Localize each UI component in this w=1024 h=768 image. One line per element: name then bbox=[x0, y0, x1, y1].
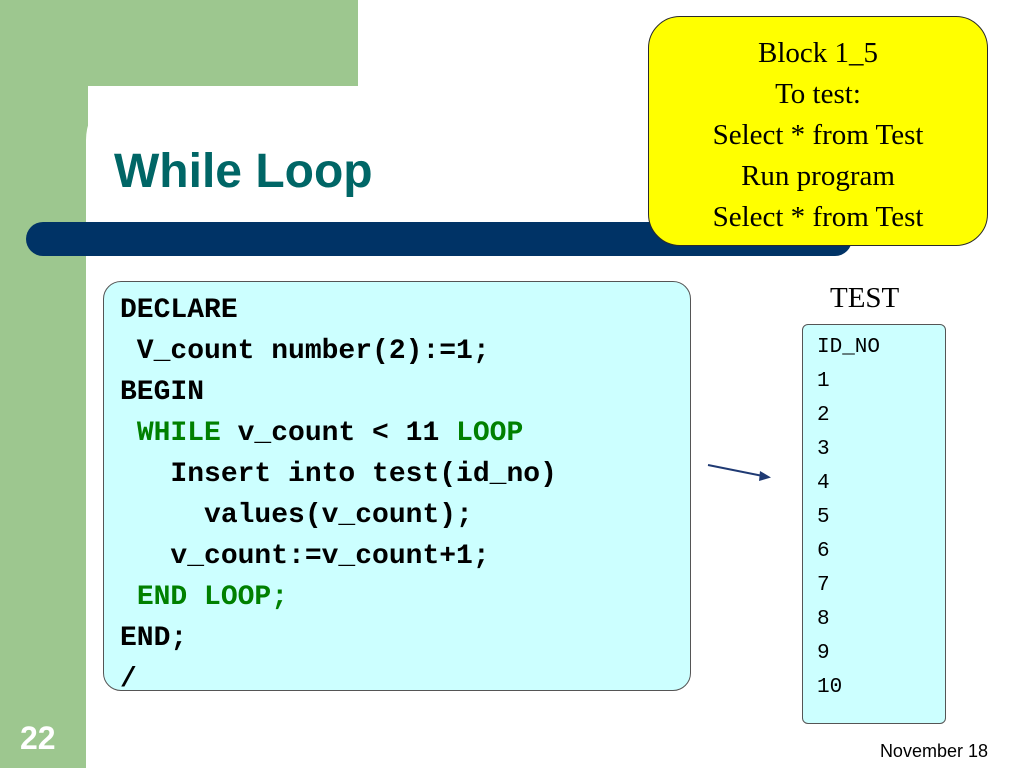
table-row: 3 bbox=[817, 438, 830, 461]
code-text: / bbox=[120, 664, 137, 695]
table-row: 7 bbox=[817, 574, 830, 597]
top-band bbox=[0, 0, 358, 86]
code-keyword: LOOP bbox=[456, 418, 524, 449]
code-line: BEGIN bbox=[120, 372, 690, 413]
table-row: 4 bbox=[817, 472, 830, 495]
callout-line: To test: bbox=[775, 78, 861, 110]
code-text: v_count:=v_count+1; bbox=[120, 541, 490, 572]
code-line: DECLARE bbox=[120, 290, 690, 331]
table-row: 6 bbox=[817, 540, 830, 563]
code-line: END LOOP; bbox=[120, 577, 690, 618]
table-header: ID_NO bbox=[817, 336, 881, 359]
callout-line: Block 1_5 bbox=[757, 37, 879, 69]
table-row: 9 bbox=[817, 642, 830, 665]
code-text: values(v_count); bbox=[120, 500, 473, 531]
code-text: BEGIN bbox=[120, 377, 205, 408]
code-text: Insert into test(id_no) bbox=[120, 459, 557, 490]
slide-number: 22 bbox=[20, 720, 56, 756]
code-text bbox=[120, 418, 137, 449]
callout-line: Select * from Test bbox=[712, 119, 924, 151]
table-row: 10 bbox=[817, 676, 843, 699]
code-text: END; bbox=[120, 623, 188, 654]
code-text: V_count number(2):=1; bbox=[120, 336, 490, 367]
table-title: TEST bbox=[830, 282, 900, 314]
code-line: WHILE v_count < 11 LOOP bbox=[120, 413, 690, 454]
code-keyword: WHILE bbox=[136, 418, 221, 449]
footer-date: November 18 bbox=[879, 741, 988, 761]
table-row: 8 bbox=[817, 608, 830, 631]
side-band bbox=[0, 0, 88, 768]
arrow-right-icon bbox=[707, 464, 771, 481]
code-text: v_count < 11 bbox=[220, 418, 457, 449]
table-row: 2 bbox=[817, 404, 830, 427]
code-line: values(v_count); bbox=[120, 495, 690, 536]
table-row: 1 bbox=[817, 370, 830, 393]
code-line: V_count number(2):=1; bbox=[120, 331, 690, 372]
callout-note: Block 1_5 To test: Select * from Test Ru… bbox=[648, 16, 988, 246]
code-line: END; bbox=[120, 618, 690, 659]
code-block: DECLARE V_count number(2):=1; BEGIN WHILE… bbox=[103, 281, 691, 695]
result-table: ID_NO 1 2 3 4 5 6 7 8 9 10 bbox=[802, 324, 946, 724]
code-text: DECLARE bbox=[120, 295, 238, 326]
code-line: / bbox=[120, 659, 690, 700]
code-keyword: END LOOP; bbox=[136, 582, 289, 613]
code-text bbox=[120, 582, 137, 613]
slide-title: While Loop bbox=[114, 145, 373, 198]
table-row: 5 bbox=[817, 506, 830, 529]
code-line: Insert into test(id_no) bbox=[120, 454, 690, 495]
code-line: v_count:=v_count+1; bbox=[120, 536, 690, 577]
callout-line: Select * from Test bbox=[712, 201, 924, 233]
callout-line: Run program bbox=[741, 160, 895, 192]
